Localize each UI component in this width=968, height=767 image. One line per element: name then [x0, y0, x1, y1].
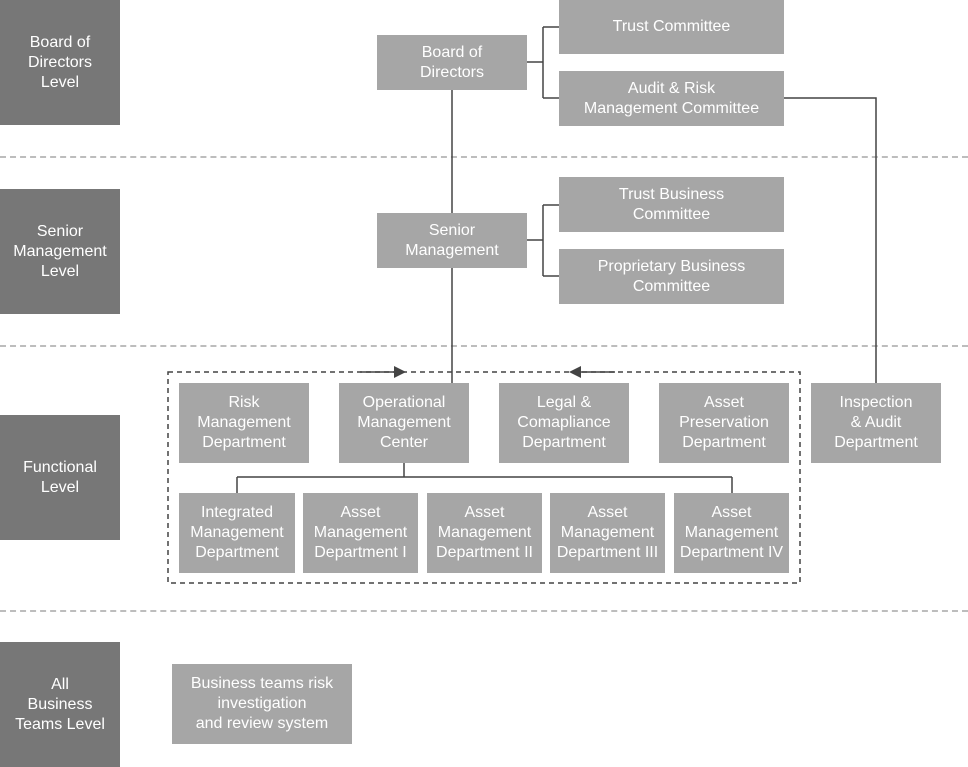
level-senior-management: Senior Management Level — [0, 189, 120, 314]
divider-3 — [0, 610, 968, 612]
audit-risk-committee-node: Audit & Risk Management Committee — [559, 71, 784, 126]
trust-business-committee-node: Trust Business Committee — [559, 177, 784, 232]
functional-group-border — [167, 371, 801, 584]
level-all-business-teams: All Business Teams Level — [0, 642, 120, 767]
trust-committee-node: Trust Committee — [559, 0, 784, 54]
business-teams-risk-system-node: Business teams risk investigation and re… — [172, 664, 352, 744]
level-functional: Functional Level — [0, 415, 120, 540]
asset-management-department-4-node: Asset Management Department IV — [674, 493, 789, 573]
asset-preservation-department-node: Asset Preservation Department — [659, 383, 789, 463]
legal-compliance-department-node: Legal & Comapliance Department — [499, 383, 629, 463]
connector-audit-inspection — [784, 97, 877, 383]
board-of-directors-node: Board of Directors — [377, 35, 527, 90]
integrated-management-department-node: Integrated Management Department — [179, 493, 295, 573]
risk-management-department-node: Risk Management Department — [179, 383, 309, 463]
level-board-of-directors: Board of Directors Level — [0, 0, 120, 125]
asset-management-department-3-node: Asset Management Department III — [550, 493, 665, 573]
proprietary-business-committee-node: Proprietary Business Committee — [559, 249, 784, 304]
inspection-audit-department-node: Inspection & Audit Department — [811, 383, 941, 463]
divider-1 — [0, 156, 968, 158]
asset-management-department-2-node: Asset Management Department II — [427, 493, 542, 573]
senior-management-node: Senior Management — [377, 213, 527, 268]
divider-2 — [0, 345, 968, 347]
operational-management-center-node: Operational Management Center — [339, 383, 469, 463]
asset-management-department-1-node: Asset Management Department I — [303, 493, 418, 573]
